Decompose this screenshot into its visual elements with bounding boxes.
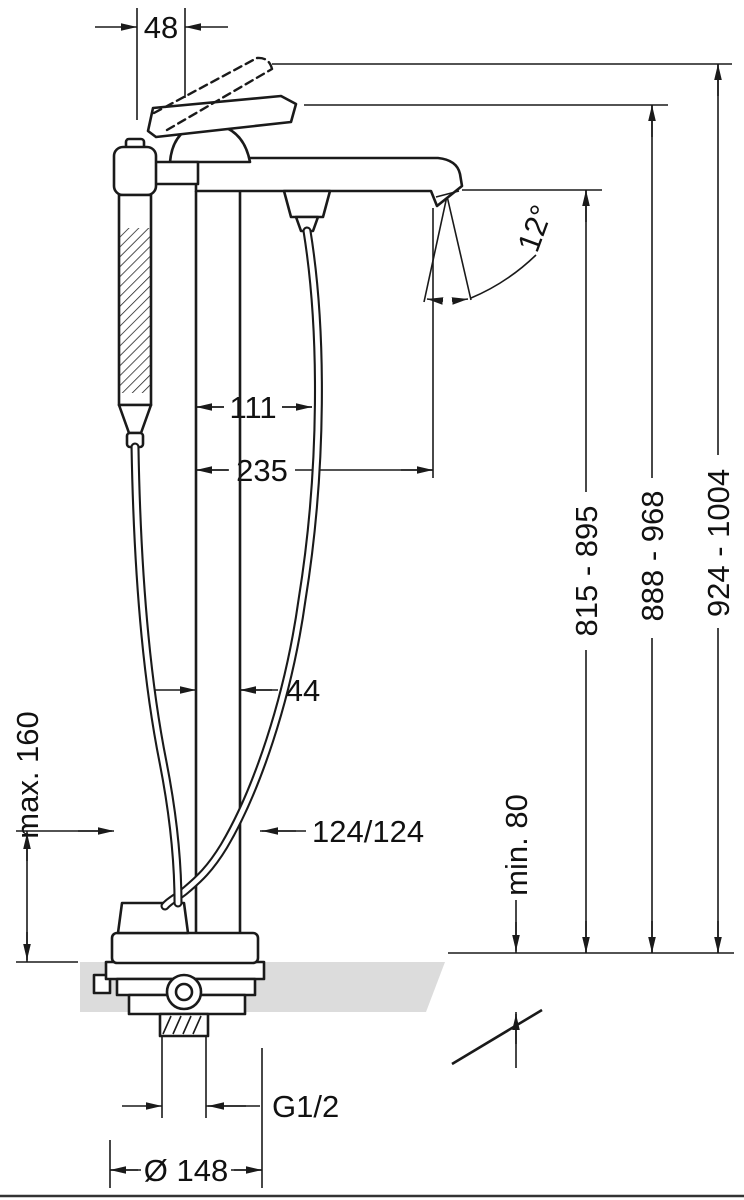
- threaded-tailpiece: [158, 1012, 210, 1038]
- dim-label-max-160: max. 160: [10, 711, 45, 839]
- shower-hose: [130, 226, 323, 911]
- dim-label-235: 235: [236, 453, 288, 488]
- bath-mixer: [92, 56, 464, 1038]
- shower-head: [112, 145, 158, 197]
- hand-shower: [112, 137, 200, 449]
- dim-label-min-80: min. 80: [499, 794, 534, 896]
- angle-label-12deg: 12°: [511, 200, 560, 256]
- grip-texture: [119, 228, 151, 393]
- spout: [194, 156, 464, 233]
- dim-label-815-895: 815 - 895: [569, 506, 604, 637]
- dim-label-g12: G1/2: [272, 1089, 339, 1124]
- escutcheon: [116, 901, 190, 935]
- shower-holder: [152, 160, 200, 186]
- lever-handle: [146, 94, 298, 164]
- hose-outlet-connector: [282, 189, 332, 219]
- dim-label-888-968: 888 - 968: [635, 491, 670, 622]
- dim-label-124-124: 124/124: [312, 814, 424, 849]
- lever-handle-raised-dashed: [152, 56, 274, 132]
- dim-label-924-1004: 924 - 1004: [701, 469, 736, 617]
- dim-label-111: 111: [229, 390, 276, 425]
- base-assembly: [92, 901, 266, 1038]
- dim-label-diameter-148: Ø 148: [144, 1153, 228, 1188]
- base-plate: [110, 931, 260, 965]
- dim-label-48: 48: [144, 10, 178, 45]
